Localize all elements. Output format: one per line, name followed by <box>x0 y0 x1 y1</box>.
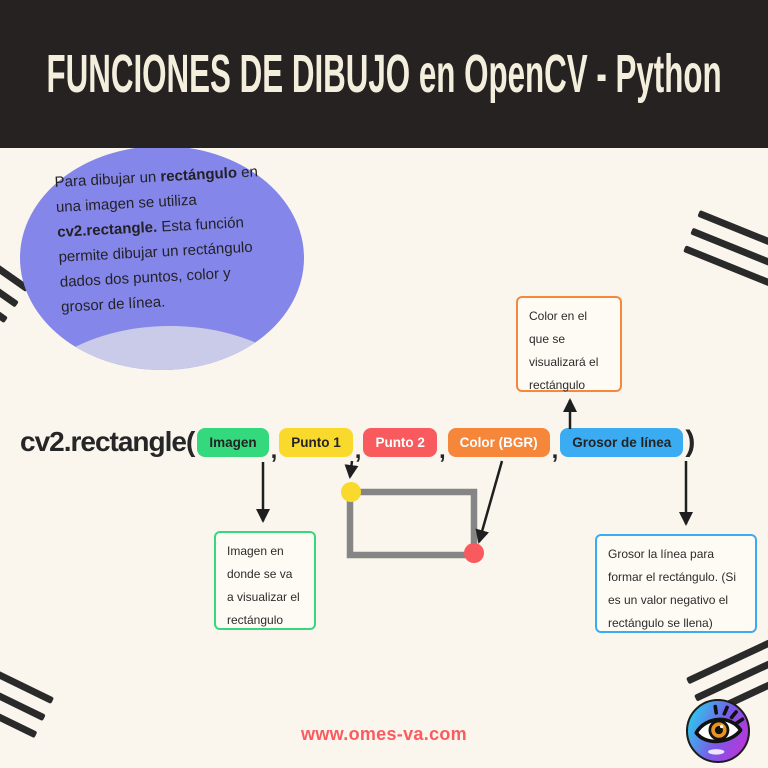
function-signature-row: cv2.rectangle( Imagen , Punto 1 , Punto … <box>20 424 696 464</box>
decorative-stripes-top-right <box>683 210 768 294</box>
stripe-bar <box>686 628 768 685</box>
separator-comma: , <box>438 437 446 464</box>
omes-eye-logo <box>686 699 750 763</box>
header-bar: FUNCIONES DE DIBUJO en OpenCV - Python <box>0 0 768 148</box>
eye-icon <box>694 704 745 755</box>
param-pill-color: Color (BGR) <box>447 427 550 457</box>
blob-circle <box>20 146 304 370</box>
page-title: FUNCIONES DE DIBUJO en OpenCV - Python <box>46 44 722 104</box>
param-pill-punto2: Punto 2 <box>363 427 437 457</box>
arrow-punto1 <box>344 460 359 479</box>
intro-text: Para dibujar un rectángulo en una imagen… <box>54 163 259 316</box>
separator-comma: , <box>551 437 559 464</box>
param-pill-imagen: Imagen <box>197 427 269 457</box>
param-pill-grosor: Grosor de línea <box>560 427 684 457</box>
separator-comma: , <box>270 437 278 464</box>
website-url[interactable]: www.omes-va.com <box>301 724 467 744</box>
param-pill-punto1: Punto 1 <box>279 427 353 457</box>
stripe-bar <box>0 253 8 324</box>
callout-color-bgr: Color en el que se visualizará el rectán… <box>516 296 622 392</box>
stripe-bar <box>0 646 55 705</box>
arrow-punto2 <box>475 460 504 544</box>
punto2-dot <box>464 543 484 563</box>
sample-rectangle <box>346 488 478 559</box>
function-close-paren: ) <box>685 425 696 458</box>
callout-grosor: Grosor la línea para formar el rectángul… <box>595 534 757 633</box>
callout-imagen: Imagen en donde se va a visualizar el re… <box>214 531 316 630</box>
function-name: cv2.rectangle( <box>20 426 195 457</box>
separator-comma: , <box>354 437 362 464</box>
punto1-dot <box>341 482 361 502</box>
intro-blob-shape <box>20 146 304 370</box>
